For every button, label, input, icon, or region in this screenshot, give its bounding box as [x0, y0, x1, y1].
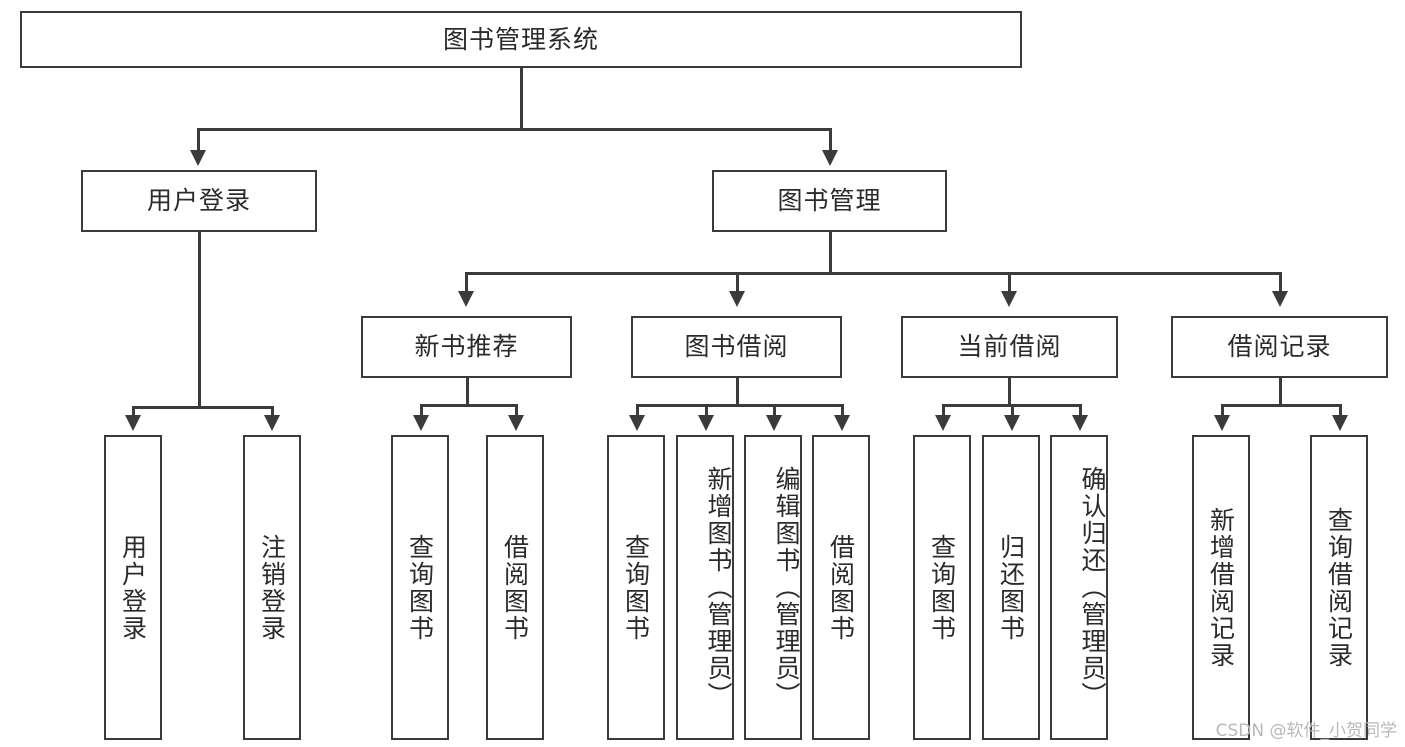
arrow-cb-child3 — [1072, 415, 1088, 431]
edge-cb-child2 — [1011, 404, 1014, 416]
arrow-to-current-borrow — [1001, 291, 1017, 307]
node-label: 确认归还（管理员） — [1078, 466, 1107, 709]
node-borrow-record[interactable]: 借阅记录 — [1171, 316, 1388, 378]
edge-to-borrow-record — [1279, 272, 1282, 294]
edge-new-book-recommend-stem — [466, 378, 469, 406]
node-current-borrow[interactable]: 当前借阅 — [901, 316, 1118, 378]
arrow-bb-child2 — [698, 415, 714, 431]
node-root-book-management-system[interactable]: 图书管理系统 — [20, 11, 1022, 68]
edge-to-current-borrow — [1008, 272, 1011, 294]
node-label: 编辑图书（管理员） — [772, 466, 801, 709]
node-label: 注销登录 — [257, 533, 287, 642]
edge-borrow-record-stem — [1279, 378, 1282, 406]
leaf-current-borrow-query-book[interactable]: 查询图书 — [913, 435, 971, 740]
edge-user-login-stem — [198, 232, 201, 408]
node-book-management[interactable]: 图书管理 — [712, 170, 947, 232]
edge-to-book-management — [829, 128, 832, 154]
edge-bb-child4 — [841, 404, 844, 416]
node-user-login[interactable]: 用户登录 — [81, 170, 317, 232]
edge-to-new-book-recommend — [465, 272, 468, 294]
edge-br-child2 — [1339, 404, 1342, 416]
arrow-user-login-child2 — [264, 415, 280, 431]
arrow-to-borrow-record — [1272, 291, 1288, 307]
edge-current-borrow-stem — [1008, 378, 1011, 406]
node-label: 查询图书 — [405, 533, 435, 642]
leaf-book-borrow-add-book-admin[interactable]: 新增图书（管理员） — [676, 435, 734, 740]
node-label: 借阅图书 — [500, 533, 530, 642]
edge-new-book-recommend-bus — [420, 404, 515, 407]
edge-nbr-child2 — [515, 404, 518, 416]
arrow-cb-child2 — [1004, 415, 1020, 431]
edge-bb-child1 — [636, 404, 639, 416]
node-label: 图书管理系统 — [442, 24, 599, 54]
arrow-nbr-child1 — [413, 415, 429, 431]
leaf-book-borrow-borrow-book[interactable]: 借阅图书 — [812, 435, 870, 740]
leaf-current-borrow-return-book[interactable]: 归还图书 — [982, 435, 1040, 740]
edge-root-stem — [520, 68, 523, 129]
arrow-cb-child1 — [935, 415, 951, 431]
node-label: 当前借阅 — [957, 332, 1062, 362]
node-label: 用户登录 — [146, 186, 251, 216]
edge-book-management-stem — [829, 232, 832, 274]
edge-bb-child2 — [705, 404, 708, 416]
edge-nbr-child1 — [420, 404, 423, 416]
node-label: 新书推荐 — [414, 332, 519, 362]
edge-user-login-bus — [132, 406, 271, 409]
node-label: 归还图书 — [996, 533, 1026, 642]
arrow-to-user-login — [190, 150, 206, 166]
edge-br-child1 — [1221, 404, 1224, 416]
edge-cb-child3 — [1079, 404, 1082, 416]
node-label: 查询借阅记录 — [1324, 506, 1354, 669]
arrow-bb-child1 — [629, 415, 645, 431]
leaf-borrow-record-query-record[interactable]: 查询借阅记录 — [1310, 435, 1368, 740]
edge-bb-child3 — [773, 404, 776, 416]
edge-borrow-record-bus — [1221, 404, 1339, 407]
edge-to-book-borrow — [736, 272, 739, 294]
node-new-book-recommend[interactable]: 新书推荐 — [361, 316, 572, 378]
leaf-current-borrow-confirm-return-admin[interactable]: 确认归还（管理员） — [1050, 435, 1108, 740]
node-label: 图书借阅 — [684, 332, 789, 362]
arrow-to-book-management — [822, 150, 838, 166]
arrow-br-child1 — [1214, 415, 1230, 431]
node-label: 查询图书 — [621, 533, 651, 642]
arrow-bb-child4 — [834, 415, 850, 431]
edge-level2-bus — [197, 128, 829, 131]
node-label: 查询图书 — [927, 533, 957, 642]
edge-cb-child1 — [942, 404, 945, 416]
leaf-user-login-logout[interactable]: 注销登录 — [243, 435, 301, 740]
arrow-user-login-child1 — [125, 415, 141, 431]
arrow-to-book-borrow — [729, 291, 745, 307]
edge-book-borrow-stem — [736, 378, 739, 406]
node-label: 新增借阅记录 — [1206, 506, 1236, 669]
edge-book-borrow-bus — [636, 404, 843, 407]
arrow-bb-child3 — [766, 415, 782, 431]
leaf-book-borrow-query-book[interactable]: 查询图书 — [607, 435, 665, 740]
leaf-new-book-recommend-borrow-book[interactable]: 借阅图书 — [486, 435, 544, 740]
arrow-nbr-child2 — [508, 415, 524, 431]
leaf-new-book-recommend-query-book[interactable]: 查询图书 — [391, 435, 449, 740]
node-label: 新增图书（管理员） — [704, 466, 733, 709]
watermark-text: CSDN @软件_小贺同学 — [1215, 721, 1397, 741]
node-book-borrow[interactable]: 图书借阅 — [631, 316, 842, 378]
node-label: 用户登录 — [118, 533, 148, 642]
leaf-user-login-user-login[interactable]: 用户登录 — [104, 435, 162, 740]
node-label: 借阅图书 — [826, 533, 856, 642]
edge-to-user-login — [197, 128, 200, 154]
arrow-br-child2 — [1332, 415, 1348, 431]
node-label: 图书管理 — [777, 186, 882, 216]
leaf-book-borrow-edit-book-admin[interactable]: 编辑图书（管理员） — [744, 435, 802, 740]
edge-user-login-child2 — [271, 406, 274, 418]
leaf-borrow-record-add-record[interactable]: 新增借阅记录 — [1192, 435, 1250, 740]
node-label: 借阅记录 — [1227, 332, 1332, 362]
edge-level3-bus — [465, 272, 1279, 275]
arrow-to-new-book-recommend — [458, 291, 474, 307]
edge-user-login-child1 — [132, 406, 135, 418]
